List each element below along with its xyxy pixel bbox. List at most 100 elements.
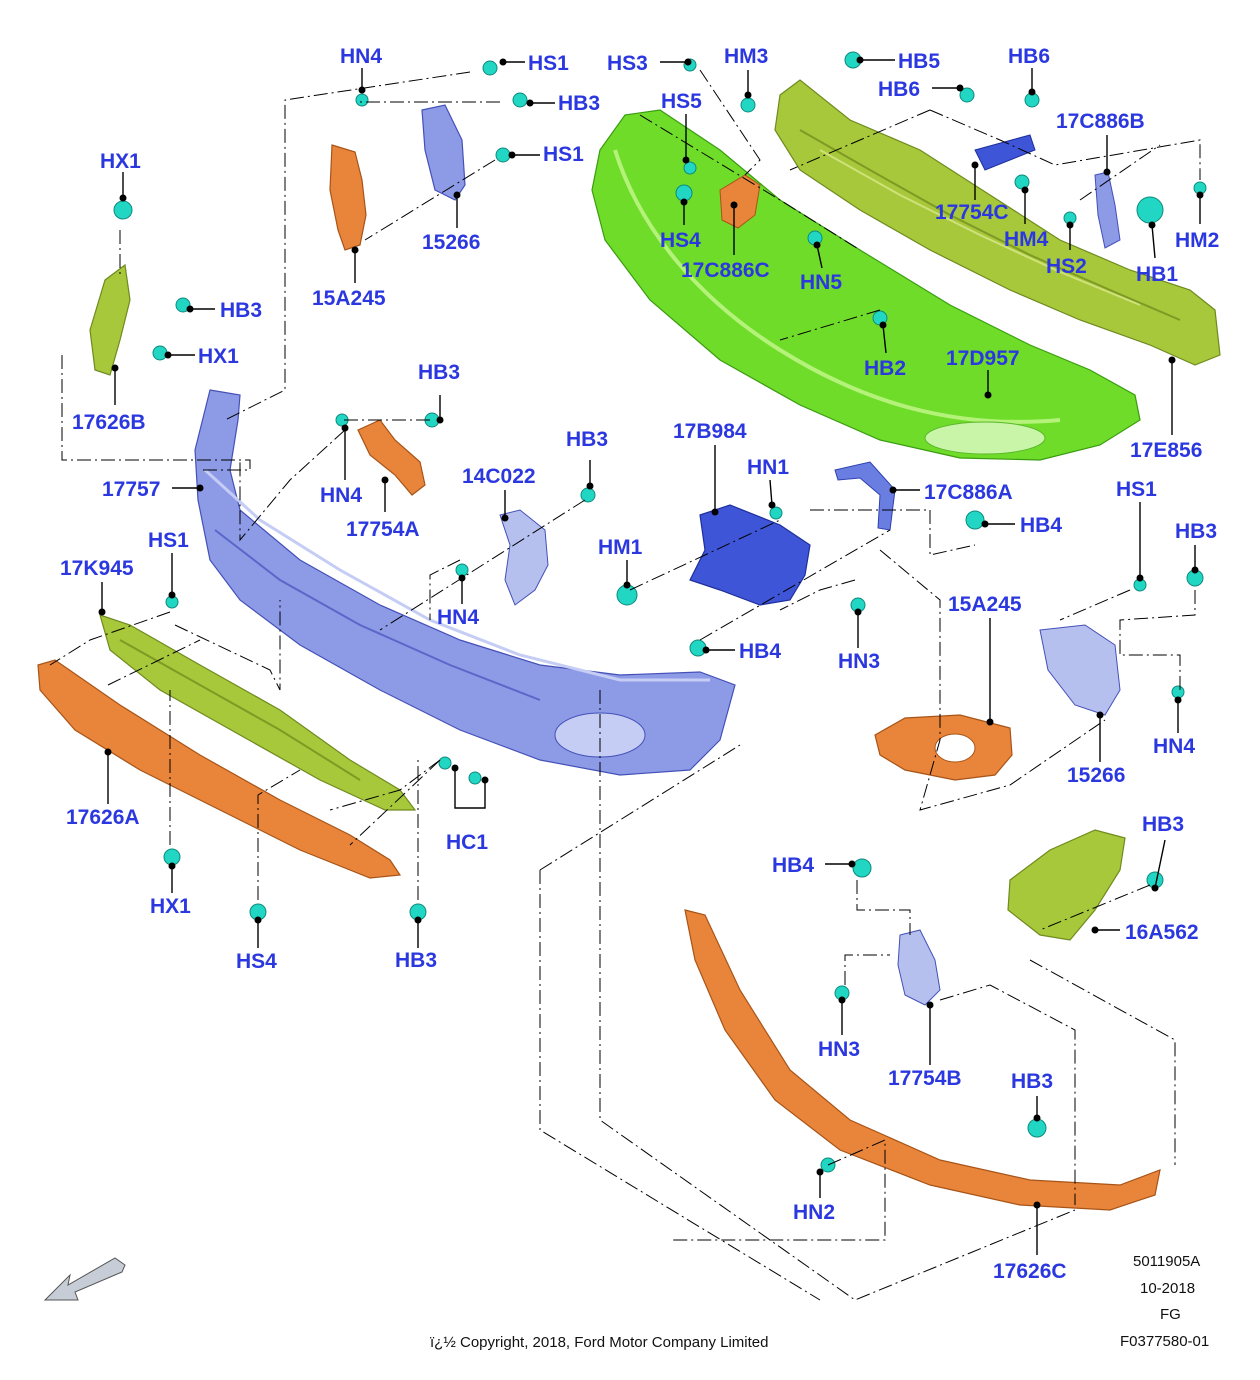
label-hs4-b: HS4 [236,950,277,973]
fastener-hc1-b-icon [468,771,482,785]
label-hb4-a: HB4 [1020,514,1062,537]
fastener-hb3-b-icon [175,297,191,313]
label-hm3: HM3 [724,45,768,68]
fastener-hc1-a-icon [438,756,452,770]
fastener-hn1-icon [769,506,783,520]
fastener-hb4-c-icon [852,858,872,878]
label-17626b: 17626B [72,411,146,434]
part-17754C-bracket [974,134,1036,171]
label-hs4-a: HS4 [660,229,701,252]
label-hb3-h: HB3 [1011,1070,1053,1093]
fastener-hb6-a-icon [959,87,975,103]
label-hb3-b: HB3 [220,299,262,322]
label-hm1: HM1 [598,536,643,559]
copyright-notice: ï¿½ Copyright, 2018, Ford Motor Company … [430,1334,768,1351]
label-hx1-a: HX1 [100,150,141,173]
drawing-code: 5011905A [1133,1253,1200,1270]
label-hb3-e: HB3 [1175,520,1217,543]
label-hn4-b: HN4 [320,484,362,507]
label-hb1: HB1 [1136,263,1178,286]
label-hb2: HB2 [864,357,906,380]
label-hn5: HN5 [800,271,842,294]
part-17626A-lower-valance [37,659,402,879]
label-hs3: HS3 [607,52,648,75]
direction-arrow-icon [43,1257,126,1301]
label-hn4-c: HN4 [437,606,479,629]
part-17757-bumper [194,389,736,776]
part-15266-bracket-a [421,104,466,201]
fastener-hb4-a-icon [965,510,985,530]
part-17K945-grille [99,614,417,811]
part-17C886A-strap [834,461,896,531]
fastener-hx1-b-icon [152,345,168,361]
label-hb5: HB5 [898,50,940,73]
part-17754A-bracket [357,419,426,496]
label-hn3-b: HN3 [818,1038,860,1061]
fastener-hm4-icon [1014,174,1030,190]
label-16a562: 16A562 [1125,921,1199,944]
label-hs1-b: HS1 [543,143,584,166]
label-17d957: 17D957 [946,347,1020,370]
label-17e856: 17E856 [1130,439,1202,462]
part-17754B-bracket [897,929,941,1006]
fastener-hb1-icon [1136,196,1164,224]
label-hs2: HS2 [1046,255,1087,278]
part-17626C-lower-strip [684,909,1161,1211]
label-hn1: HN1 [747,456,789,479]
fastener-hn4-d-icon [1171,685,1185,699]
fastener-hb3-a-icon [512,92,528,108]
label-17c886c: 17C886C [681,259,770,282]
label-hx1-c: HX1 [150,895,191,918]
fastener-hx1-a-icon [113,200,133,220]
label-hn4-a: HN4 [340,45,382,68]
fastener-hb3-d-icon [580,487,596,503]
label-17c886b: 17C886B [1056,110,1145,133]
label-17c886a: 17C886A [924,481,1013,504]
label-hb6-b: HB6 [1008,45,1050,68]
label-17754a: 17754A [346,518,420,541]
fastener-hs1-a-icon [482,60,498,76]
drawing-region: FG [1160,1306,1181,1323]
drawing-ref: F0377580-01 [1120,1333,1209,1350]
callout-labels: HN4 HS1 HB3 HS1 HX1 HB3 HX1 17626B 15266… [60,45,1219,1283]
label-hs1-c: HS1 [1116,478,1157,501]
label-14c022: 14C022 [462,465,536,488]
label-hn2: HN2 [793,1201,835,1224]
label-15a245-b: 15A245 [948,593,1022,616]
label-hn4-d: HN4 [1153,735,1195,758]
part-17B984-bracket [689,504,811,606]
label-hb4-c: HB4 [772,854,814,877]
part-17626B-side-trim [89,263,131,376]
label-15a245-a: 15A245 [312,287,386,310]
label-hc1: HC1 [446,831,488,854]
label-hs1-a: HS1 [528,52,569,75]
label-17757: 17757 [102,478,160,501]
label-hn3-a: HN3 [838,650,880,673]
label-hs1-d: HS1 [148,529,189,552]
label-hb3-f: HB3 [395,949,437,972]
fastener-hn4-a-icon [355,93,369,107]
label-17754c: 17754C [935,201,1009,224]
label-hb4-b: HB4 [739,640,781,663]
fastener-hm3-icon [740,97,756,113]
label-17626c: 17626C [993,1260,1067,1283]
label-17k945: 17K945 [60,557,134,580]
part-14C022-bracket [499,509,549,606]
part-15A245-bracket-a [329,144,367,251]
label-15266-b: 15266 [1067,764,1125,787]
label-hm4: HM4 [1004,228,1049,251]
label-hb3-a: HB3 [558,92,600,115]
drawing-date: 10-2018 [1140,1280,1195,1297]
label-17754b: 17754B [888,1067,962,1090]
part-17E856-beam [774,79,1221,366]
label-hm2: HM2 [1175,229,1219,252]
label-hb6-a: HB6 [878,78,920,101]
label-hb3-c: HB3 [418,361,460,384]
label-17b984: 17B984 [673,420,747,443]
label-hb3-d: HB3 [566,428,608,451]
part-17C886B-strap [1094,171,1121,249]
fastener-hs5-icon [683,161,697,175]
fastener-hb3-h-icon [1027,1118,1047,1138]
fastener-hn4-c-icon [455,563,469,577]
